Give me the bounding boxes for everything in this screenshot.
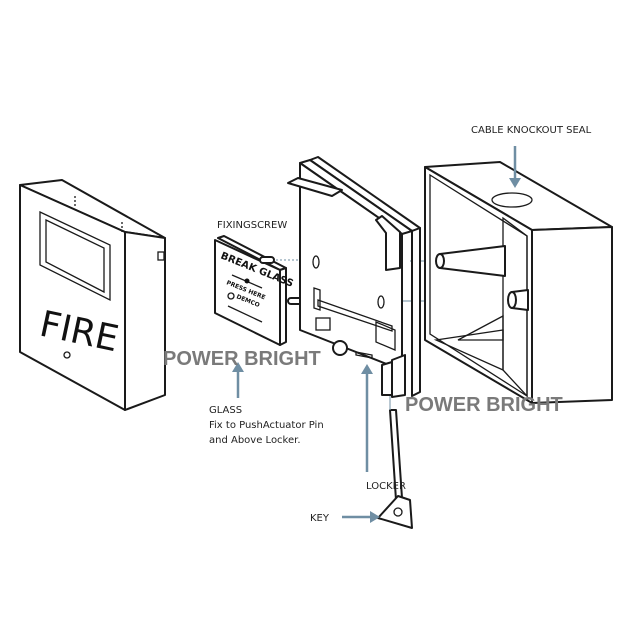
label-key: KEY: [310, 513, 330, 524]
label-locker: LOCKER: [366, 481, 406, 492]
label-glass: GLASS: [209, 405, 242, 416]
label-cable-knockout-seal: CABLE KNOCKOUT SEAL: [471, 125, 592, 136]
watermark: POWER BRIGHT: [163, 348, 321, 370]
label-glass-note-1: Fix to PushActuator Pin: [209, 420, 324, 431]
demco-logo-icon: [227, 292, 235, 300]
label-glass-note-2: and Above Locker.: [209, 435, 301, 446]
label-fixing-screw: FIXINGSCREW: [217, 220, 287, 231]
callout-arrows: [232, 146, 521, 523]
front-cover: FIRE: [19, 179, 166, 411]
key: [377, 396, 413, 529]
backplate: [287, 156, 421, 398]
cable-knockout-seal: [491, 192, 533, 208]
break-glass-panel: BREAK GLASS PRESS HERE DEMCO: [214, 235, 295, 346]
watermark: POWER BRIGHT: [405, 394, 563, 416]
back-box: [424, 161, 613, 404]
